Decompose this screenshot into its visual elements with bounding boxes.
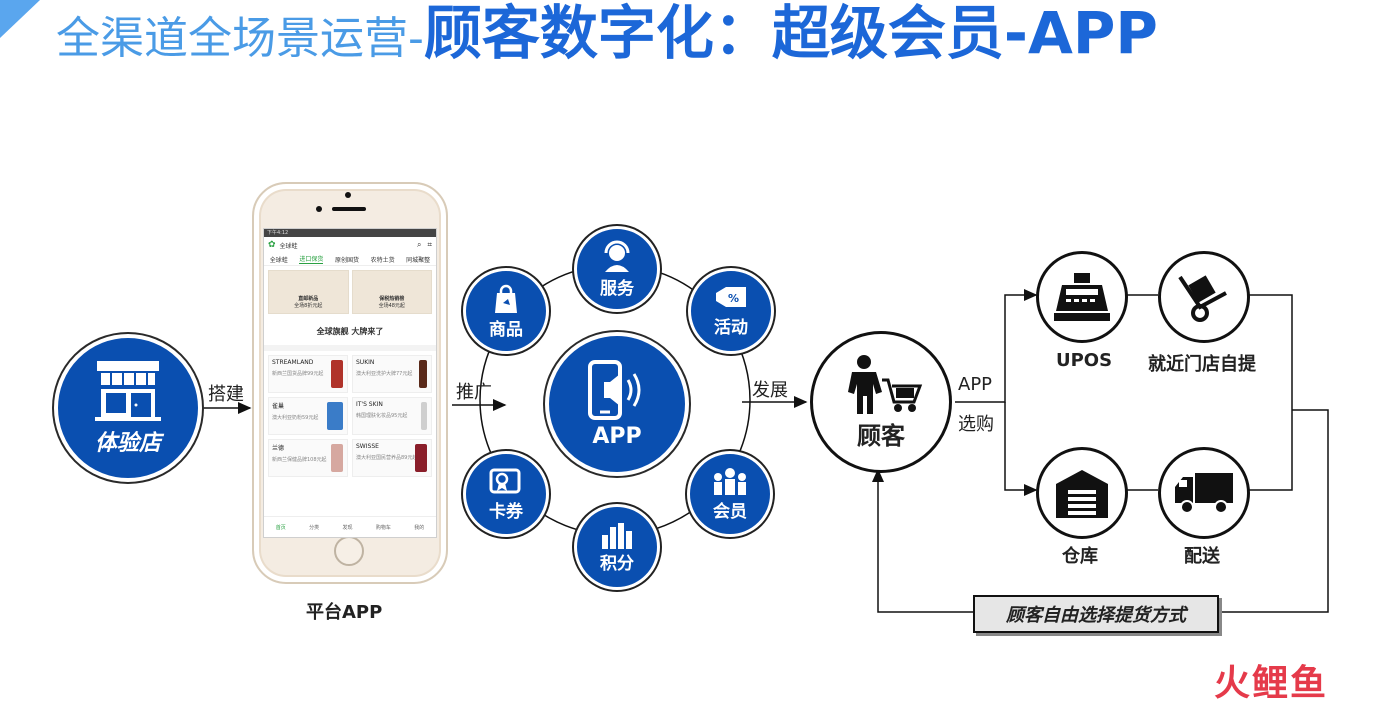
hand-truck-icon	[1178, 275, 1227, 322]
phone-nav-item: 购物车	[375, 524, 391, 531]
title-prefix: 全渠道全场景运营-	[56, 13, 424, 64]
service-node: 服务	[574, 226, 660, 312]
shopper-cart-icon	[848, 354, 923, 414]
coupon-label: 卡券	[489, 501, 523, 522]
upos-circle	[1036, 251, 1128, 343]
store-label: 体验店	[94, 431, 161, 456]
return-arrow	[872, 409, 1329, 613]
store-icon	[95, 361, 161, 421]
points-label: 积分	[600, 553, 634, 574]
corner-accent	[0, 0, 40, 38]
phone-app-name: 全球蛙	[279, 242, 298, 250]
phone-nav-item: 首页	[275, 524, 286, 531]
coupon-node: 卡券	[463, 451, 549, 537]
develop-label: 发展	[752, 380, 788, 401]
title-main: 顾客数字化：超级会员-APP	[423, 0, 1158, 67]
warehouse-branch-arrow	[1004, 402, 1038, 496]
phone-camera	[345, 192, 351, 198]
app-label: APP	[958, 374, 993, 395]
member-node: 会员	[687, 451, 773, 537]
build-label: 搭建	[208, 384, 244, 405]
shopping-bag-icon	[495, 284, 517, 313]
warehouse-circle	[1036, 447, 1128, 539]
pickup-label: 就近门店自提	[1148, 354, 1256, 375]
phone-sensor	[316, 206, 322, 212]
phone-tab: 原创国货	[334, 256, 359, 264]
pickup-choice-box: 顾客自由选择提货方式	[973, 595, 1219, 633]
goods-label: 商品	[489, 319, 523, 340]
select-buy-label: 选购	[958, 414, 994, 435]
phone-tab-active: 进口保货	[299, 256, 324, 264]
headset-icon	[604, 240, 630, 272]
members-icon	[714, 467, 746, 495]
phone-slogan: 全球旗舰 大牌来了	[264, 318, 436, 351]
customer-label: 顾客	[857, 421, 905, 450]
goods-node: 商品	[463, 268, 549, 354]
phone-tab: 农特土货	[370, 256, 395, 264]
phone-product: 兰德新西兰保健品牌108元起	[268, 439, 348, 477]
scan-icon: ⌗	[427, 240, 432, 249]
phone-nav-item: 分类	[309, 524, 320, 531]
phone-home-button	[334, 536, 364, 566]
points-bars-icon	[602, 522, 632, 549]
delivery-circle	[1158, 447, 1250, 539]
phone-product: 雀巢澳大利亚奶粉59元起	[268, 397, 348, 435]
phone-top-bar: ✿ 全球蛙 ⌕ ⌗	[264, 237, 436, 253]
warehouse-label: 仓库	[1062, 546, 1098, 567]
phone-nav-item: 发现	[342, 524, 353, 531]
cash-register-icon	[1054, 273, 1110, 321]
page-title: 全渠道全场景运营-顾客数字化：超级会员-APP	[56, 4, 1158, 62]
svg-text:%: %	[728, 292, 739, 305]
app-center-label: APP	[592, 423, 642, 449]
phone-nav-item: 我的	[414, 524, 425, 531]
warehouse-icon	[1056, 470, 1108, 518]
customer-circle: 顾客	[810, 331, 952, 473]
phone-screen: 下午4:12 ✿ 全球蛙 ⌕ ⌗ 全球蛙 进口保货 原创国货 农特土货 同城聚整…	[263, 228, 437, 538]
activity-node: % 活动	[688, 268, 774, 354]
phone-tabs: 全球蛙 进口保货 原创国货 农特土货 同城聚整	[264, 253, 436, 266]
upos-branch-arrow	[955, 289, 1038, 403]
delivery-label: 配送	[1184, 546, 1220, 567]
discount-tag-icon: %	[716, 286, 746, 307]
phone-status-bar: 下午4:12	[264, 229, 436, 237]
store-circle: 体验店	[54, 334, 202, 482]
app-center-circle: APP	[545, 332, 689, 476]
phone-bottom-nav: 首页 分类 发现 购物车 我的	[264, 516, 436, 537]
promote-label: 推广	[456, 382, 492, 403]
phone-banners: 直邮新品全场8折元起 保税热销榜全场48元起	[264, 266, 436, 318]
coupon-card-icon	[489, 468, 521, 493]
upos-label: UPOS	[1056, 350, 1113, 371]
watermark-logo: 火鲤鱼	[1214, 663, 1329, 704]
frog-logo-icon: ✿	[268, 240, 276, 250]
pickup-circle	[1158, 251, 1250, 343]
merge-line	[1245, 294, 1293, 491]
phone-tab: 同城聚整	[406, 256, 431, 264]
phone-banner-left: 直邮新品全场8折元起	[268, 270, 349, 314]
phone-speaker-icon	[588, 359, 641, 420]
activity-label: 活动	[714, 317, 748, 338]
pickup-choice-label: 顾客自由选择提货方式	[1006, 605, 1186, 626]
phone-speaker	[332, 207, 366, 211]
search-icon: ⌕	[417, 240, 422, 249]
member-label: 会员	[713, 501, 747, 522]
phone-banner-right: 保税热销榜全场48元起	[351, 270, 432, 314]
points-node: 积分	[574, 504, 660, 590]
phone-caption: 平台APP	[306, 602, 383, 623]
phone-tab: 全球蛙	[269, 256, 288, 264]
delivery-truck-icon	[1175, 473, 1233, 514]
service-label: 服务	[600, 278, 634, 299]
